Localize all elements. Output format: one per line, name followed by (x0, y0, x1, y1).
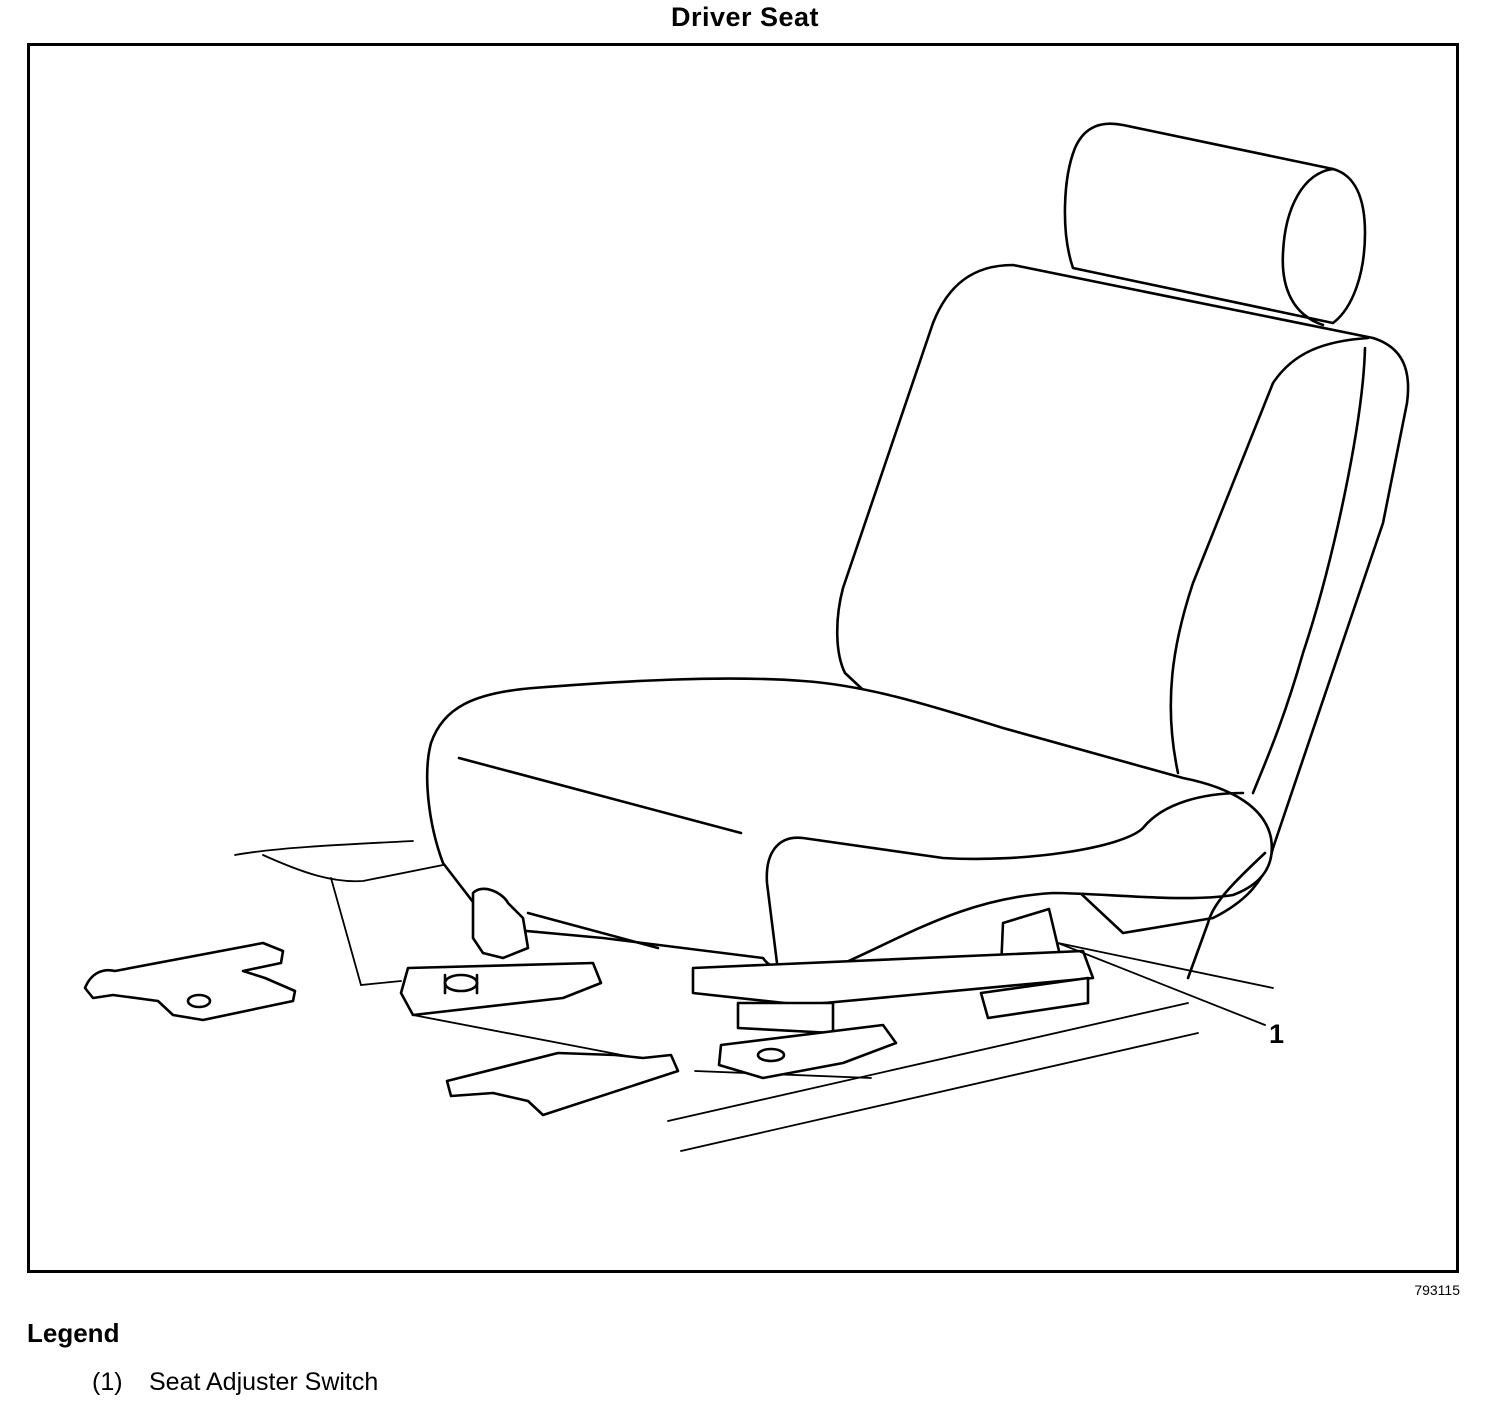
mount-bolt (443, 973, 479, 993)
seat-track (691, 949, 1095, 1007)
floor-bracket (445, 1051, 680, 1117)
track-line (526, 911, 660, 950)
seat-bracket (471, 887, 530, 960)
floor-line (667, 1002, 1189, 1122)
seat-cushion-crease (457, 756, 743, 835)
floor-panel-edge (330, 877, 402, 986)
legend-list: (1) Seat Adjuster Switch (92, 1368, 378, 1397)
seat-illustration: 1 (83, 122, 1410, 1152)
floor-bracket (83, 941, 297, 1022)
seat-track-rear (979, 976, 1090, 1020)
legend-item: (1) Seat Adjuster Switch (92, 1368, 378, 1397)
diagram-frame: 1 (27, 43, 1459, 1273)
mount-bracket (399, 961, 603, 1017)
callout-1: 1 (1269, 1019, 1284, 1049)
seat-back-bolster (1251, 346, 1367, 795)
floor-line (680, 1032, 1199, 1152)
legend-heading: Legend (27, 1318, 120, 1348)
seat-cushion-side (1186, 851, 1267, 980)
legend-item-number: (1) (92, 1368, 123, 1396)
seat-cushion (425, 677, 1274, 975)
mount-bolt (756, 1047, 786, 1063)
floor-panel-edge (262, 854, 454, 883)
seat-riser (736, 1001, 835, 1035)
figure-id: 793115 (1414, 1282, 1460, 1298)
floor-bracket-hole (186, 993, 212, 1009)
floor-panel-edge (234, 840, 414, 856)
mount-bolt-side (443, 973, 479, 995)
diagram-title: Driver Seat (670, 2, 820, 32)
headrest-edge (1281, 167, 1335, 327)
legend-item-label: Seat Adjuster Switch (149, 1368, 379, 1396)
seat-cushion-front (765, 791, 1245, 965)
floor-line (412, 1014, 654, 1062)
mount-bracket (717, 1023, 898, 1080)
callout-leader (1057, 942, 1266, 1026)
seat-back-side (1169, 336, 1370, 775)
floor-line (1057, 942, 1274, 989)
